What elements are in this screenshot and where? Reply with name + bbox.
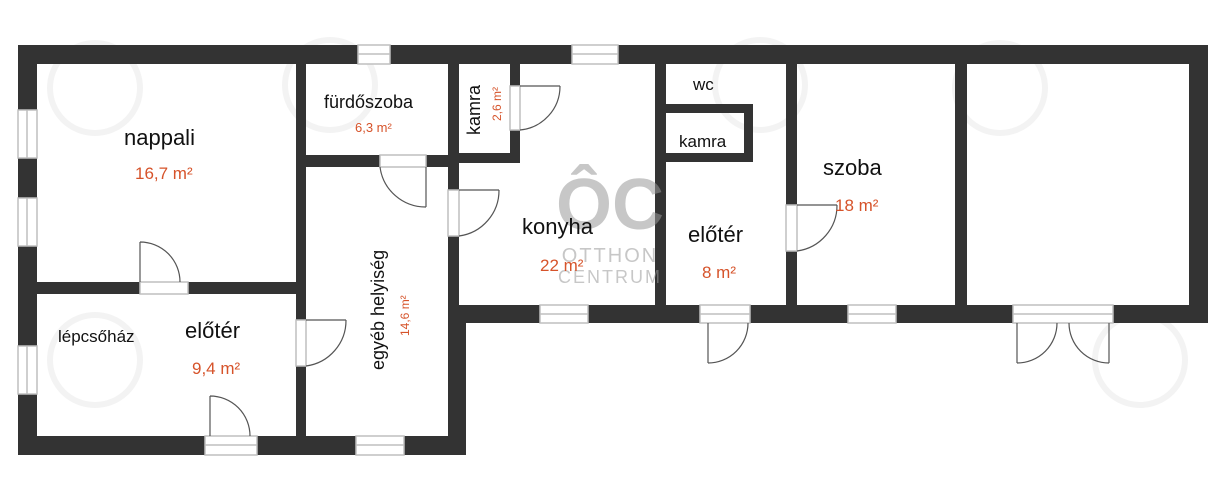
windows <box>17 44 1114 456</box>
window <box>17 197 38 247</box>
window <box>17 109 38 159</box>
room-label-furdoszoba: fürdőszoba <box>324 92 414 112</box>
watermark-line1: OTTHON <box>561 245 659 267</box>
wall-egyeb-right <box>448 45 459 305</box>
wall-step <box>448 305 466 455</box>
window <box>355 435 405 456</box>
wall-nappali-right <box>296 45 306 455</box>
window <box>571 44 619 65</box>
window <box>17 345 38 395</box>
door-frame <box>295 319 307 367</box>
room-area-eloter-2: 9,4 m² <box>192 359 241 378</box>
door-frame <box>785 204 798 252</box>
door-swing <box>305 319 347 367</box>
room-area-eloter: 8 m² <box>702 263 736 282</box>
door-frame <box>509 85 521 131</box>
window <box>357 44 391 65</box>
room-area-egyeb-helyiseg: 14,6 m² <box>398 295 412 336</box>
watermark-line2: CENTRUM <box>558 267 662 287</box>
door-swing <box>458 189 500 237</box>
wall-right <box>1189 45 1208 323</box>
wall-wc-bottom <box>655 104 753 113</box>
room-label-egyeb-helyiseg: egyéb helyiség <box>368 249 388 370</box>
room-label-eloter-2: előtér <box>185 318 241 343</box>
door-swing <box>1016 322 1058 364</box>
room-area-konyha: 22 m² <box>540 256 584 275</box>
wall-szoba-right <box>955 45 967 323</box>
room-label-kamra: kamra <box>464 84 484 135</box>
door-swing <box>519 85 561 131</box>
room-label-szoba: szoba <box>823 155 882 180</box>
wall-wc-right <box>744 104 753 162</box>
window <box>539 304 589 324</box>
room-label-eloter: előtér <box>688 222 744 247</box>
room-area-furdoszoba: 6,3 m² <box>355 120 392 135</box>
room-area-nappali: 16,7 m² <box>135 164 193 183</box>
door-swing <box>139 241 181 283</box>
room-area-szoba: 18 m² <box>835 196 879 215</box>
room-label-lepcsohaz: lépcsőház <box>58 327 135 346</box>
door-swing <box>1068 322 1110 364</box>
door-frame <box>204 435 258 456</box>
door-swing <box>796 204 838 252</box>
room-area-kamra: 2,6 m² <box>490 86 504 121</box>
wall-kamra2-bottom <box>655 153 753 162</box>
window <box>847 304 897 324</box>
wall-furdo-bottom <box>296 155 456 167</box>
door-swing <box>707 322 749 364</box>
room-label-konyha: konyha <box>522 214 593 239</box>
wall-kamra-bottom <box>448 153 520 163</box>
door-frame <box>447 189 460 237</box>
door-swing <box>209 395 251 437</box>
room-label-kamra-2: kamra <box>679 132 727 151</box>
wall-eloter-right <box>786 45 797 323</box>
door-frame <box>379 154 427 168</box>
otthon-centrum-watermark: ÔC OTTHON CENTRUM <box>555 165 665 287</box>
door-frame <box>699 304 751 324</box>
door-frame <box>139 281 189 295</box>
watermark-mark: ÔC <box>556 165 664 245</box>
wall-konyha-right <box>655 45 666 323</box>
room-label-wc: wc <box>693 75 714 94</box>
door-swing <box>379 166 427 208</box>
door-frame <box>1012 304 1114 324</box>
doors <box>139 85 1110 437</box>
room-label-nappali: nappali <box>124 125 195 150</box>
